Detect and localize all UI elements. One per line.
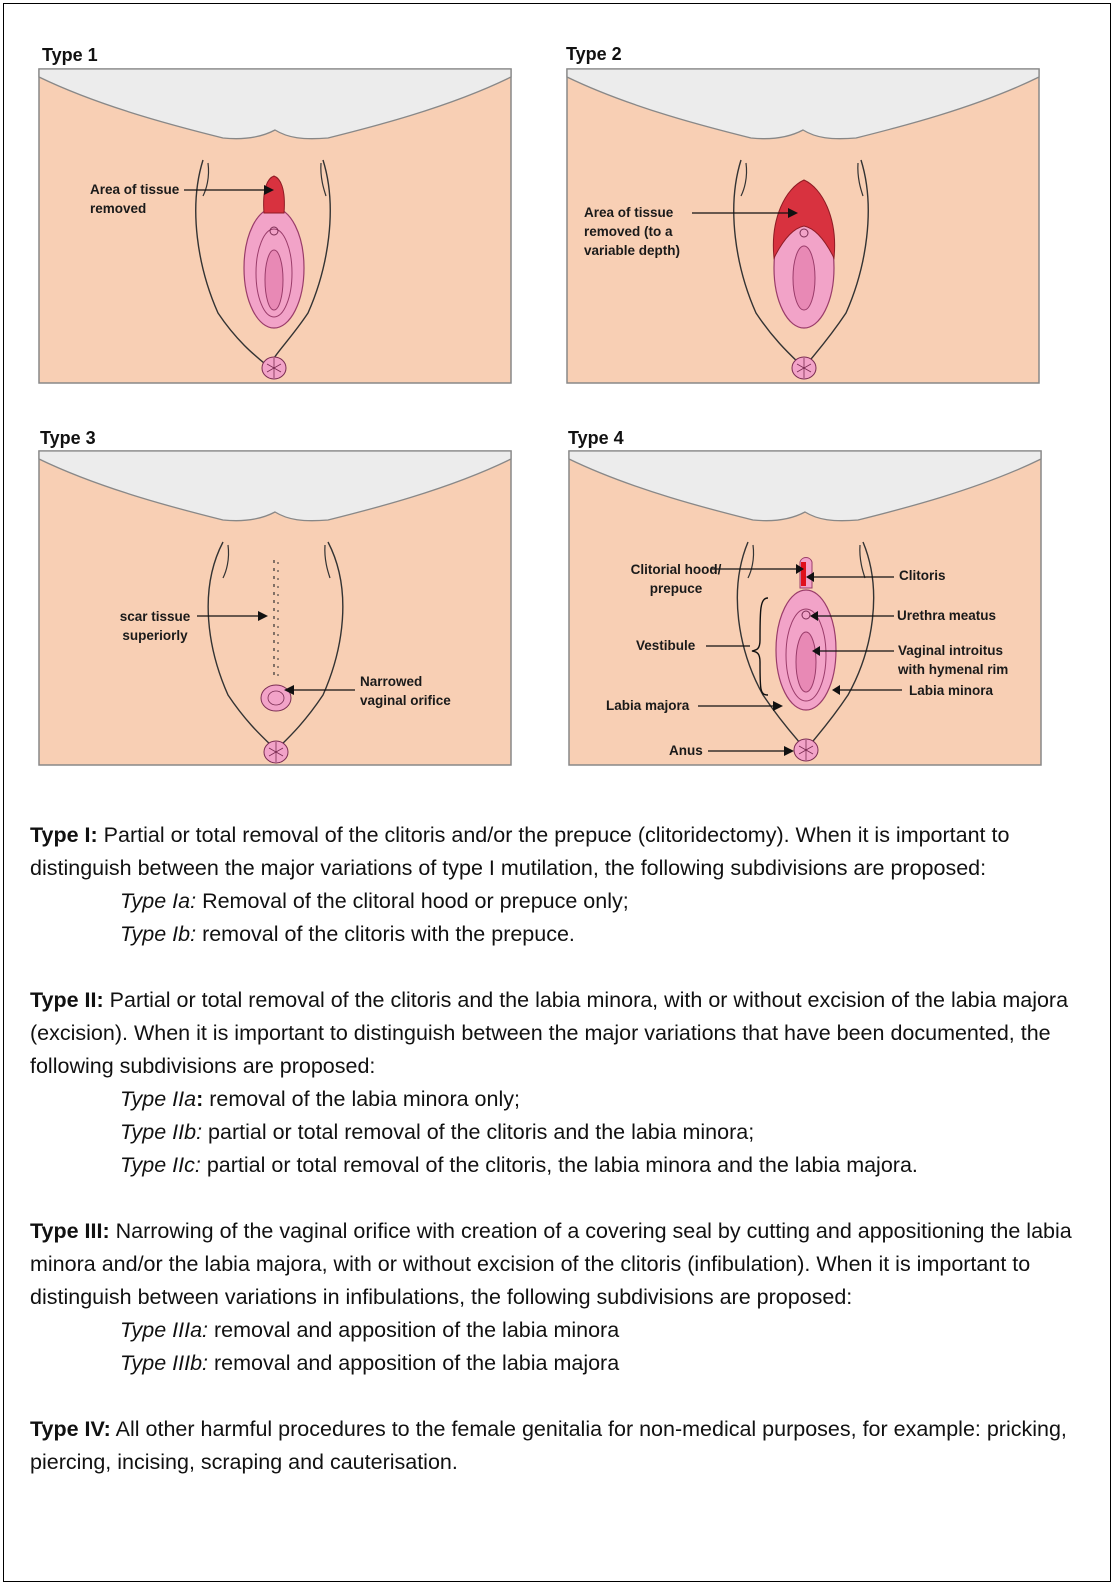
type-iii-paragraph: Type III: Narrowing of the vaginal orifi…: [30, 1215, 1105, 1380]
label-urethra-meatus: Urethra meatus: [897, 606, 996, 625]
label-narrowed-vaginal-orifice: Narrowed vaginal orifice: [360, 672, 451, 710]
label-scar-tissue-superiorly: scar tissue superiorly: [110, 607, 200, 645]
label-clitoris: Clitoris: [899, 566, 946, 585]
classification-text: Type I: Partial or total removal of the …: [30, 819, 1105, 1512]
type-iib-label: Type IIb:: [120, 1120, 202, 1144]
type-ii-heading: Type II:: [30, 988, 104, 1012]
type-iiia-label: Type IIIa:: [120, 1318, 208, 1342]
type-iiib-line: Type IIIb: removal and apposition of the…: [30, 1347, 1105, 1380]
type-iia-text: removal of the labia minora only;: [203, 1087, 520, 1111]
type-ib-label: Type Ib:: [120, 922, 196, 946]
type-1-illustration: [38, 68, 512, 384]
label-area-of-tissue-removed-variable-depth: Area of tissue removed (to a variable de…: [584, 203, 680, 260]
label-vaginal-introitus: Vaginal introitus with hymenal rim: [898, 641, 1008, 679]
type-iiib-label: Type IIIb:: [120, 1351, 208, 1375]
label-labia-majora: Labia majora: [606, 696, 689, 715]
type-iic-label: Type IIc:: [120, 1153, 201, 1177]
type-iiia-text: removal and apposition of the labia mino…: [208, 1318, 619, 1342]
label-labia-minora: Labia minora: [909, 681, 993, 700]
label-vestibule: Vestibule: [636, 636, 695, 655]
type-ia-line: Type Ia: Removal of the clitoral hood or…: [30, 885, 1105, 918]
type-iiia-line: Type IIIa: removal and apposition of the…: [30, 1314, 1105, 1347]
type-iii-heading: Type III:: [30, 1219, 110, 1243]
type-ia-label: Type Ia:: [120, 889, 196, 913]
type-i-description: Partial or total removal of the clitoris…: [30, 823, 1009, 880]
label-clitorial-hood-prepuce: Clitorial hood/ prepuce: [606, 560, 746, 598]
panel-title-type-1: Type 1: [42, 45, 98, 66]
type-iic-line: Type IIc: partial or total removal of th…: [30, 1149, 1105, 1182]
type-iib-text: partial or total removal of the clitoris…: [202, 1120, 754, 1144]
type-iv-paragraph: Type IV: All other harmful procedures to…: [30, 1413, 1105, 1479]
type-iia-line: Type IIa: removal of the labia minora on…: [30, 1083, 1105, 1116]
type-iic-text: partial or total removal of the clitoris…: [201, 1153, 918, 1177]
diagram-panel-type-4: Clitorial hood/ prepuce Vestibule Labia …: [568, 450, 1042, 766]
label-anus: Anus: [669, 741, 703, 760]
type-iii-description: Narrowing of the vaginal orifice with cr…: [30, 1219, 1072, 1309]
type-ia-text: Removal of the clitoral hood or prepuce …: [196, 889, 629, 913]
type-ii-description: Partial or total removal of the clitoris…: [30, 988, 1068, 1078]
type-ib-text: removal of the clitoris with the prepuce…: [196, 922, 575, 946]
type-iia-label: Type IIa: [120, 1087, 196, 1111]
diagram-panel-type-2: Area of tissue removed (to a variable de…: [566, 68, 1040, 384]
diagram-panel-type-3: scar tissue superiorly Narrowed vaginal …: [38, 450, 512, 766]
panel-title-type-4: Type 4: [568, 428, 624, 449]
type-ii-paragraph: Type II: Partial or total removal of the…: [30, 984, 1105, 1182]
diagram-panel-type-1: Area of tissue removed: [38, 68, 512, 384]
panel-title-type-3: Type 3: [40, 428, 96, 449]
type-i-paragraph: Type I: Partial or total removal of the …: [30, 819, 1105, 951]
label-area-of-tissue-removed: Area of tissue removed: [90, 180, 179, 218]
type-iv-description: All other harmful procedures to the fema…: [30, 1417, 1067, 1474]
figure-page: Type 1 Area of tissue removed Type 2: [3, 3, 1111, 1582]
type-iiib-text: removal and apposition of the labia majo…: [208, 1351, 619, 1375]
type-iib-line: Type IIb: partial or total removal of th…: [30, 1116, 1105, 1149]
type-i-heading: Type I:: [30, 823, 98, 847]
panel-title-type-2: Type 2: [566, 44, 622, 65]
type-ib-line: Type Ib: removal of the clitoris with th…: [30, 918, 1105, 951]
type-iv-heading: Type IV:: [30, 1417, 111, 1441]
